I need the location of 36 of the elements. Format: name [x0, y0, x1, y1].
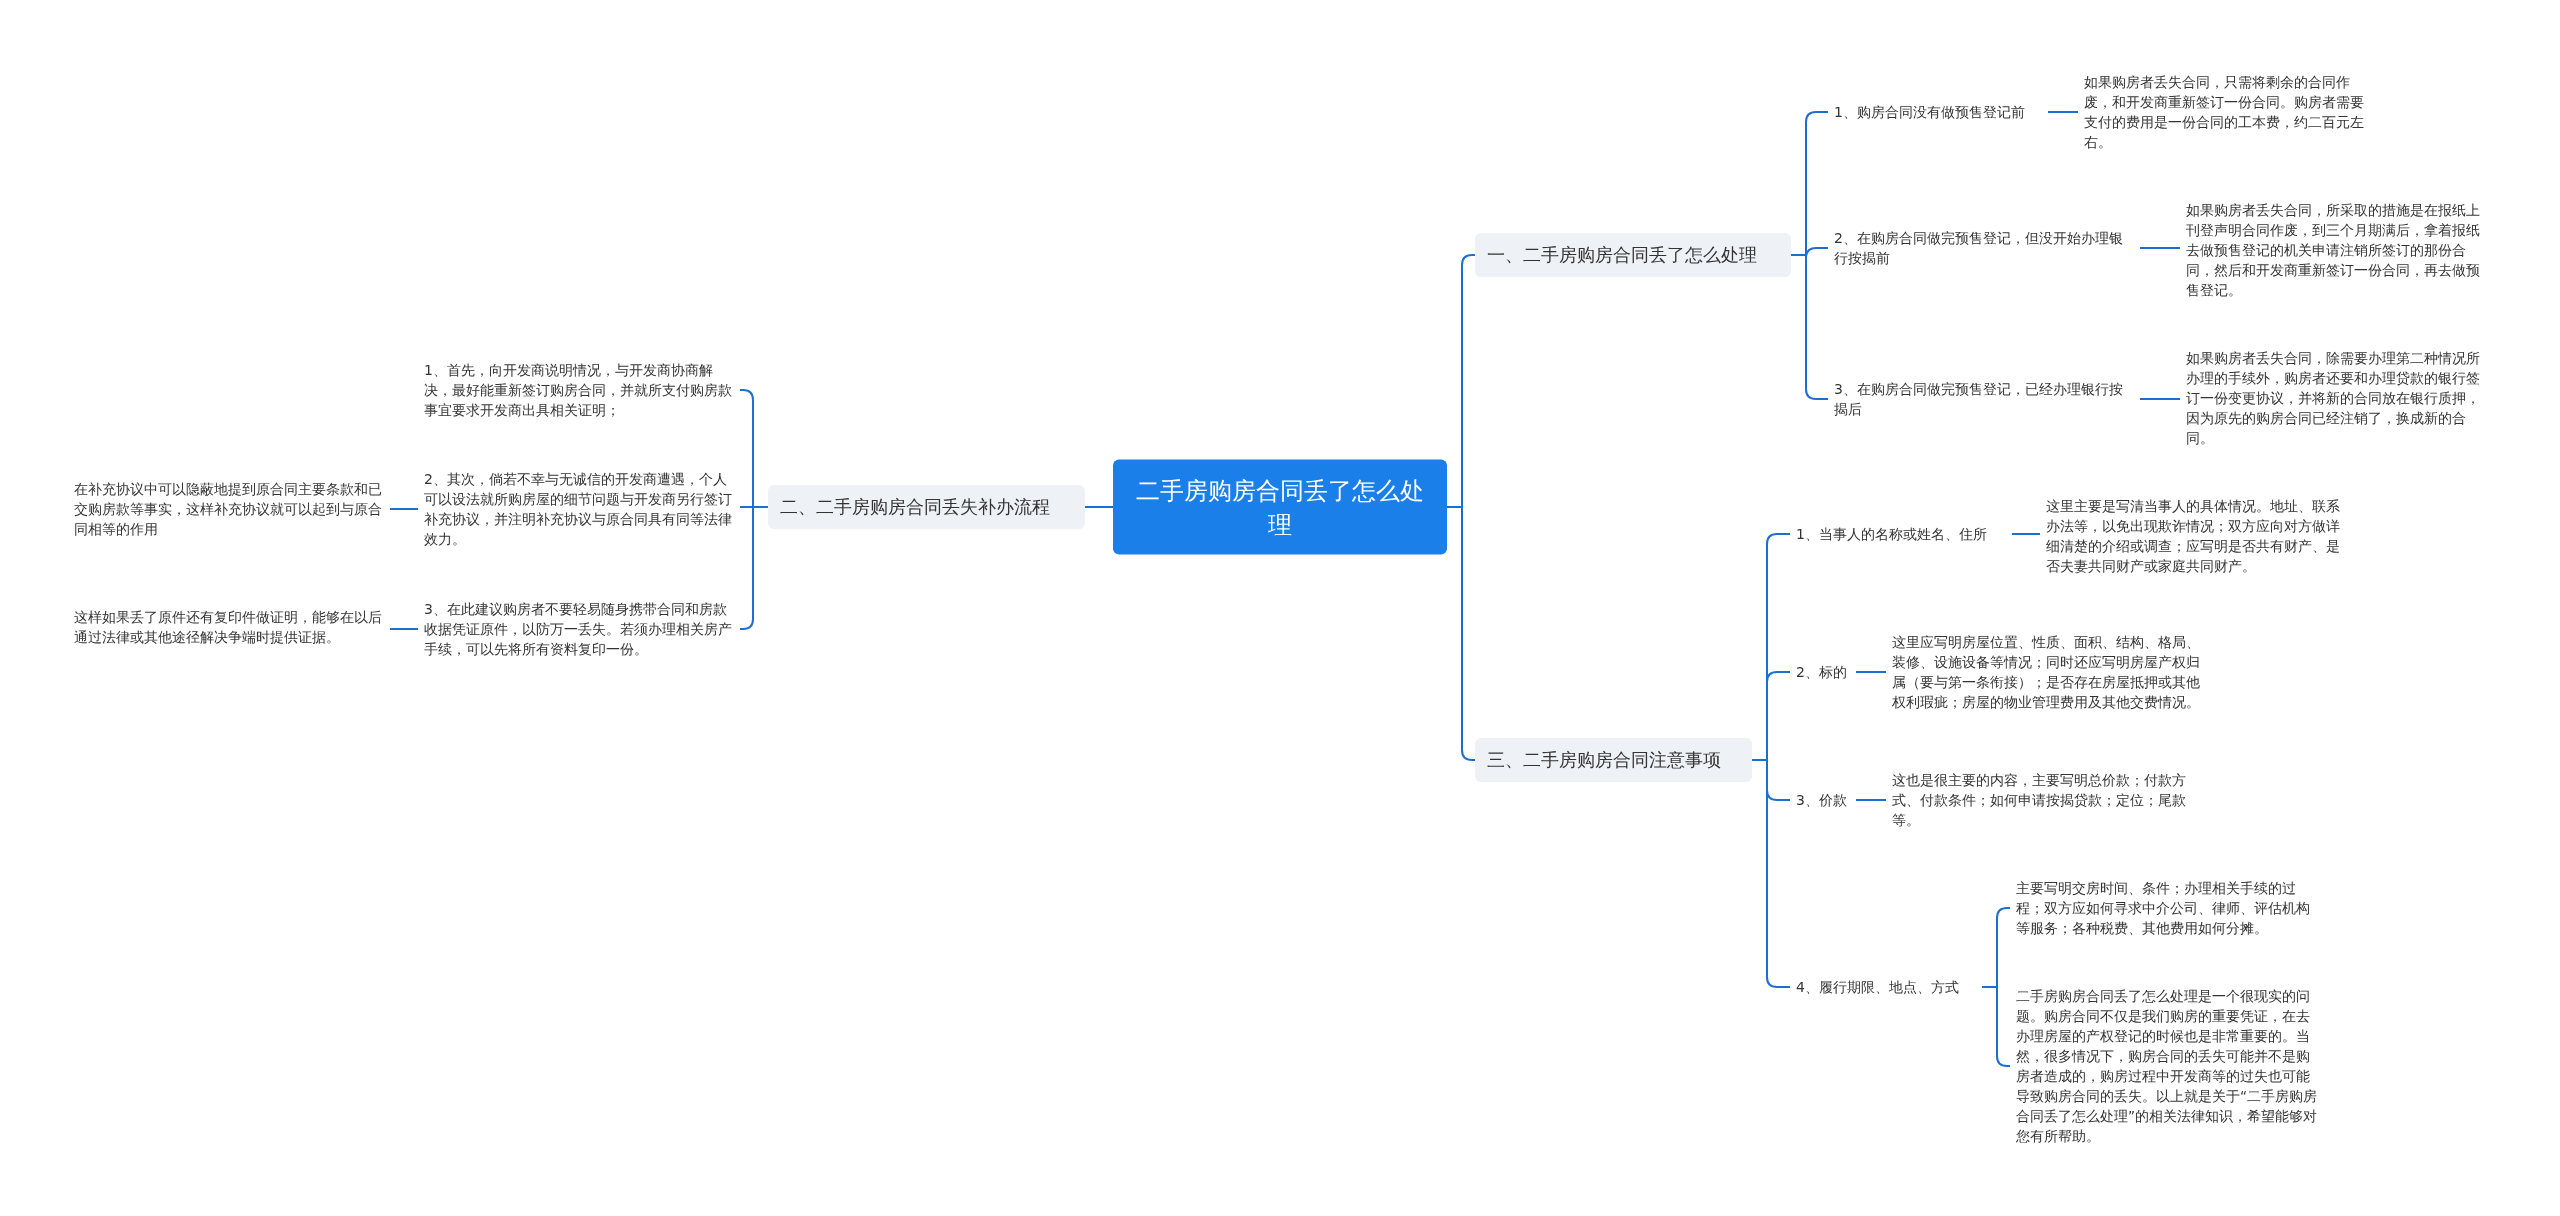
- note-text: 这样如果丢了原件还有复印件做证明，能够在以后通过法律或其他途径解决争端时提供证据。: [68, 605, 390, 649]
- subtopic-text: 1、当事人的名称或姓名、住所: [1790, 522, 2012, 546]
- branch-topic-box: 二、二手房购房合同丢失补办流程: [768, 485, 1085, 529]
- connector-line: [2139, 247, 2181, 249]
- connector-line: [389, 508, 419, 510]
- subtopic-text: 3、价款: [1790, 788, 1856, 812]
- note-text: 这里应写明房屋位置、性质、面积、结构、格局、装修、设施设备等情况；同时还应写明房屋产权归属（要与第一条衔接）；是否存在房屋抵押或其他权利瑕疵；房屋的物业管理费用及其他交费情况。: [1886, 630, 2208, 714]
- note-text: 在补充协议中可以隐蔽地提到原合同主要条款和已交购房款等事实，这样补充协议就可以起到与原合同相等的作用: [68, 477, 390, 541]
- note-text: 如果购房者丢失合同，只需将剩余的合同作废，和开发商重新签订一份合同。购房者需要支付的费用是一份合同的工本费，约二百元左右。: [2078, 70, 2370, 154]
- subtopic-text: 1、购房合同没有做预售登记前: [1828, 100, 2048, 124]
- connector-line: [1981, 986, 2011, 1067]
- connector-line: [1855, 671, 1887, 673]
- connector-line: [2139, 398, 2181, 400]
- central-topic-box: 二手房购房合同丢了怎么处理: [1113, 459, 1447, 555]
- subtopic-text: 2、标的: [1790, 660, 1856, 684]
- connector-line: [1446, 506, 1476, 761]
- connector-line: [389, 628, 419, 630]
- connector-line: [2011, 533, 2041, 535]
- subtopic-text: 4、履行期限、地点、方式: [1790, 975, 1982, 999]
- note-text: 这里主要是写清当事人的具体情况。地址、联系办法等，以免出现欺诈情况；双方应向对方做详细清楚的介绍或调查；应写明是否共有财产、是否夫妻共同财产或家庭共同财产。: [2040, 494, 2352, 578]
- note-text: 这也是很主要的内容，主要写明总价款；付款方式、付款条件；如何申请按揭贷款；定位；尾款等。: [1886, 768, 2208, 832]
- subtopic-text: 2、其次，倘若不幸与无诚信的开发商遭遇，个人可以设法就所购房屋的细节问题与开发商另行签订补充协议，并注明补充协议与原合同具有同等法律效力。: [418, 467, 740, 551]
- note-text: 如果购房者丢失合同，所采取的措施是在报纸上刊登声明合同作废，到三个月期满后，拿着报纸去做预售登记的机关申请注销所签订的那份合同，然后和开发商重新签订一份合同，再去做预售登记。: [2180, 198, 2498, 302]
- branch-topic-box: 三、二手房购房合同注意事项: [1475, 738, 1752, 782]
- note-text: 主要写明交房时间、条件；办理相关手续的过程；双方应如何寻求中介公司、律师、评估机构等服务；各种税费、其他费用如何分摊。: [2010, 876, 2328, 940]
- branch-topic-box: 一、二手房购房合同丢了怎么处理: [1475, 233, 1791, 277]
- connector-line: [1855, 799, 1887, 801]
- subtopic-text: 2、在购房合同做完预售登记，但没开始办理银行按揭前: [1828, 226, 2140, 270]
- subtopic-text: 3、在此建议购房者不要轻易随身携带合同和房款收据凭证原件，以防万一丢失。若须办理相关房产手续，可以先将所有资料复印一份。: [418, 597, 740, 661]
- subtopic-text: 3、在购房合同做完预售登记，已经办理银行按揭后: [1828, 377, 2140, 421]
- connector-line: [1084, 506, 1114, 508]
- subtopic-text: 1、首先，向开发商说明情况，与开发商协商解决，最好能重新签订购房合同，并就所支付购房款事宜要求开发商出具相关证明；: [418, 358, 740, 422]
- connector-line: [739, 506, 769, 630]
- note-text: 二手房购房合同丢了怎么处理是一个很现实的问题。购房合同不仅是我们购房的重要凭证，在去办理房屋的产权登记的时候也是非常重要的。当然，很多情况下，购房合同的丢失可能并不是购房者造成的，购房过程中开发商等的过失也可能导致购房合同的丢失。以上就是关于“二手房购房合同丢了怎么处理”的相关法律知识，希望能够对您有所帮助。: [2010, 984, 2328, 1148]
- note-text: 如果购房者丢失合同，除需要办理第二种情况所办理的手续外，购房者还要和办理贷款的银行签订一份变更协议，并将新的合同放在银行质押，因为原先的购房合同已经注销了，换成新的合同。: [2180, 346, 2498, 450]
- connector-line: [2047, 111, 2079, 113]
